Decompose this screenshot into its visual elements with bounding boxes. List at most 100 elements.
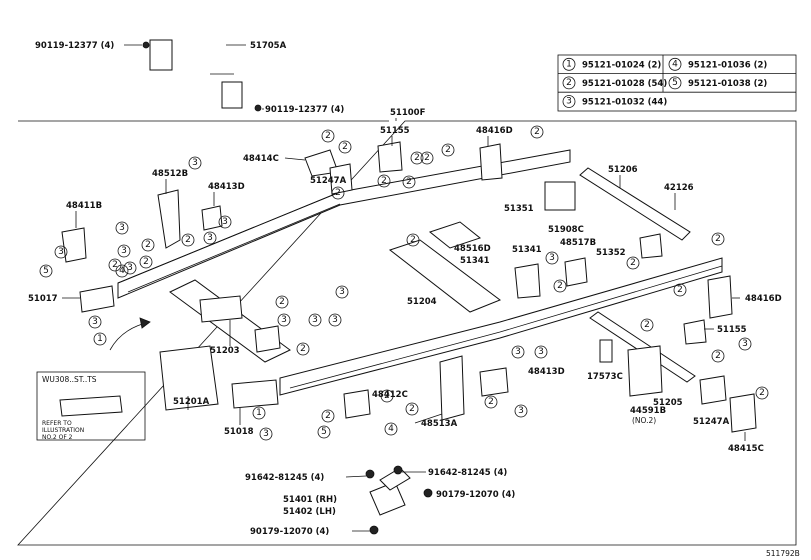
leader-lines xyxy=(62,136,746,441)
label-51018: 51018 xyxy=(224,427,254,437)
callout-circle-icon xyxy=(673,283,687,297)
callout-circle-icon xyxy=(406,233,420,247)
label-48513a: 48513A xyxy=(421,419,458,429)
callout-ref-2: 2 xyxy=(677,285,683,295)
callout-circle-icon xyxy=(259,427,273,441)
label-51201a: 51201A xyxy=(173,397,210,407)
label-51402: 51402 (LH) xyxy=(283,507,336,517)
label-44591b: 44591B xyxy=(630,406,666,416)
callout-ref-2: 2 xyxy=(112,260,118,270)
callout-circle-icon xyxy=(115,221,129,235)
label-90179-left: 90179-12070 (4) xyxy=(250,527,329,537)
callout-ref-2: 2 xyxy=(424,153,430,163)
legend-ref-3-icon xyxy=(562,95,576,108)
callout-ref-2: 2 xyxy=(715,351,721,361)
label-51908c: 51908C xyxy=(548,225,584,235)
callout-circle-icon xyxy=(711,349,725,363)
callout-circle-icon xyxy=(410,151,424,165)
callout-ref-2: 2 xyxy=(300,344,306,354)
callout-circle-icon xyxy=(384,422,398,436)
label-48412c: 48412C xyxy=(372,390,408,400)
legend-part-3: 95121-01032 (44) xyxy=(582,98,667,108)
label-48517b: 48517B xyxy=(560,238,596,248)
callout-ref-3: 3 xyxy=(222,217,228,227)
callout-ref-3: 3 xyxy=(121,246,127,256)
callout-ref-2: 2 xyxy=(143,257,149,267)
label-51341-right: 51341 xyxy=(512,245,542,255)
callout-ref-2: 2 xyxy=(384,391,390,401)
callout-circle-icon xyxy=(275,295,289,309)
callout-ref-2: 2 xyxy=(414,153,420,163)
label-51155-top: 51155 xyxy=(380,126,410,136)
callout-circle-icon xyxy=(331,186,345,200)
legend-ref-4-icon xyxy=(668,57,682,71)
callout-ref-2: 2 xyxy=(410,235,416,245)
callout-ref-2: 2 xyxy=(406,177,412,187)
label-48413d-top: 48413D xyxy=(208,182,245,192)
callout-circle-icon xyxy=(115,264,129,278)
figure-id: 511792B xyxy=(766,549,800,558)
label-51352: 51352 xyxy=(596,248,626,258)
label-51247a-bottom: 51247A xyxy=(693,417,730,427)
label-91642-right: 91642-81245 (4) xyxy=(428,468,507,478)
callout-circle-icon xyxy=(308,313,322,327)
callout-ref-3: 3 xyxy=(192,158,198,168)
callout-circle-icon xyxy=(39,264,53,278)
callout-circle-icon xyxy=(321,129,335,143)
label-51204: 51204 xyxy=(407,297,437,307)
callout-ref-2: 2 xyxy=(409,404,415,414)
callout-circle-icon xyxy=(377,174,391,188)
label-90179-right: 90179-12070 (4) xyxy=(436,490,515,500)
callout-circle-icon xyxy=(420,151,434,165)
callout-circle-icon xyxy=(88,315,102,329)
callout-circle-icon xyxy=(711,232,725,246)
callout-circle-icon xyxy=(123,261,137,275)
label-51401: 51401 (RH) xyxy=(283,495,337,505)
callout-ref-2: 2 xyxy=(557,281,563,291)
callout-ref-3: 3 xyxy=(119,223,125,233)
callout-ref-5: 5 xyxy=(43,266,49,276)
spring-hanger-assembly xyxy=(345,465,433,535)
callout-ref-2: 2 xyxy=(145,240,151,250)
callout-ref-2: 2 xyxy=(279,297,285,307)
label-48415c: 48415C xyxy=(728,444,764,454)
callout-ref-3: 3 xyxy=(515,347,521,357)
callout-circle-icon xyxy=(640,318,654,332)
inset-note-3: NO.2 OF 2 xyxy=(42,434,73,441)
callout-circle-icon xyxy=(54,245,68,259)
callout-circle-icon xyxy=(402,175,416,189)
legend-ref-4: 4 xyxy=(672,59,678,69)
callout-circle-icon xyxy=(755,386,769,400)
callout-circle-icon xyxy=(514,404,528,418)
callout-ref-1: 1 xyxy=(256,408,262,418)
callout-ref-3: 3 xyxy=(58,247,64,257)
label-48411b: 48411B xyxy=(66,201,102,211)
callout-circle-icon xyxy=(117,244,131,258)
callout-circle-icon xyxy=(296,342,310,356)
label-48516d: 48516D xyxy=(454,244,491,254)
callout-ref-5: 5 xyxy=(321,427,327,437)
callout-circle-icon xyxy=(181,233,195,247)
step-handle-assembly xyxy=(142,13,262,112)
callout-ref-2: 2 xyxy=(488,397,494,407)
callout-circle-icon xyxy=(252,406,266,420)
callout-ref-2: 2 xyxy=(381,176,387,186)
callout-circle-icon xyxy=(277,313,291,327)
callout-ref-3: 3 xyxy=(332,315,338,325)
callout-circle-icon xyxy=(139,255,153,269)
callout-ref-2: 2 xyxy=(630,258,636,268)
callout-ref-3: 3 xyxy=(127,263,133,273)
label-51017: 51017 xyxy=(28,294,58,304)
label-48413d-bottom: 48413D xyxy=(528,367,565,377)
callout-ref-2: 2 xyxy=(325,131,331,141)
callout-circle-icon xyxy=(328,313,342,327)
callout-ref-3: 3 xyxy=(312,315,318,325)
callout-circle-icon xyxy=(218,215,232,229)
callout-ref-2: 2 xyxy=(445,145,451,155)
label-48416d-top: 48416D xyxy=(476,126,513,136)
label-51705a: 51705A xyxy=(250,41,287,51)
callout-ref-3: 3 xyxy=(92,317,98,327)
callout-circle-icon xyxy=(188,156,202,170)
inset-note-1: REFER TO xyxy=(42,420,72,427)
